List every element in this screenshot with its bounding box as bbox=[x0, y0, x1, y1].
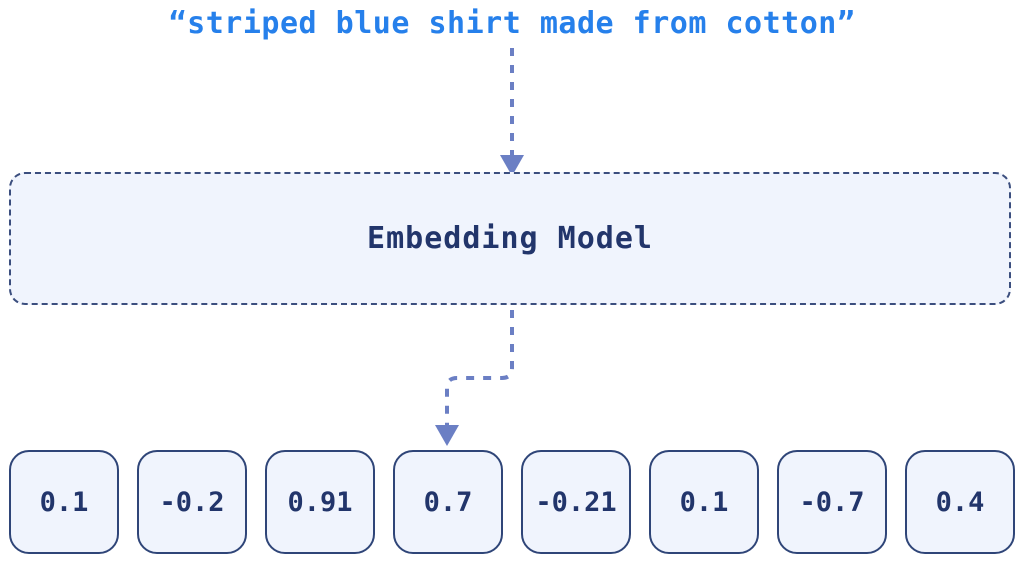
vector-cell-5: -0.21 bbox=[521, 450, 631, 554]
vector-value-2: -0.2 bbox=[159, 486, 225, 518]
vector-cell-6: 0.1 bbox=[649, 450, 759, 554]
vector-cell-1: 0.1 bbox=[9, 450, 119, 554]
vector-value-6: 0.1 bbox=[679, 486, 729, 518]
vector-cell-7: -0.7 bbox=[777, 450, 887, 554]
embedding-model-label: Embedding Model bbox=[367, 221, 653, 256]
vector-value-8: 0.4 bbox=[935, 486, 985, 518]
embedding-vector-row: 0.1 -0.2 0.91 0.7 -0.21 0.1 -0.7 0.4 bbox=[9, 450, 1015, 554]
vector-cell-8: 0.4 bbox=[905, 450, 1015, 554]
query-to-model-arrow bbox=[500, 48, 524, 176]
vector-value-5: -0.21 bbox=[535, 486, 617, 518]
embedding-model-box: Embedding Model bbox=[9, 172, 1011, 305]
vector-value-3: 0.91 bbox=[287, 486, 353, 518]
query-text: “striped blue shirt made from cotton” bbox=[168, 6, 856, 41]
model-to-vector-arrow bbox=[435, 310, 514, 446]
vector-cell-2: -0.2 bbox=[137, 450, 247, 554]
vector-value-1: 0.1 bbox=[39, 486, 89, 518]
vector-cell-3: 0.91 bbox=[265, 450, 375, 554]
vector-value-4: 0.7 bbox=[423, 486, 473, 518]
vector-value-7: -0.7 bbox=[799, 486, 865, 518]
vector-cell-4: 0.7 bbox=[393, 450, 503, 554]
